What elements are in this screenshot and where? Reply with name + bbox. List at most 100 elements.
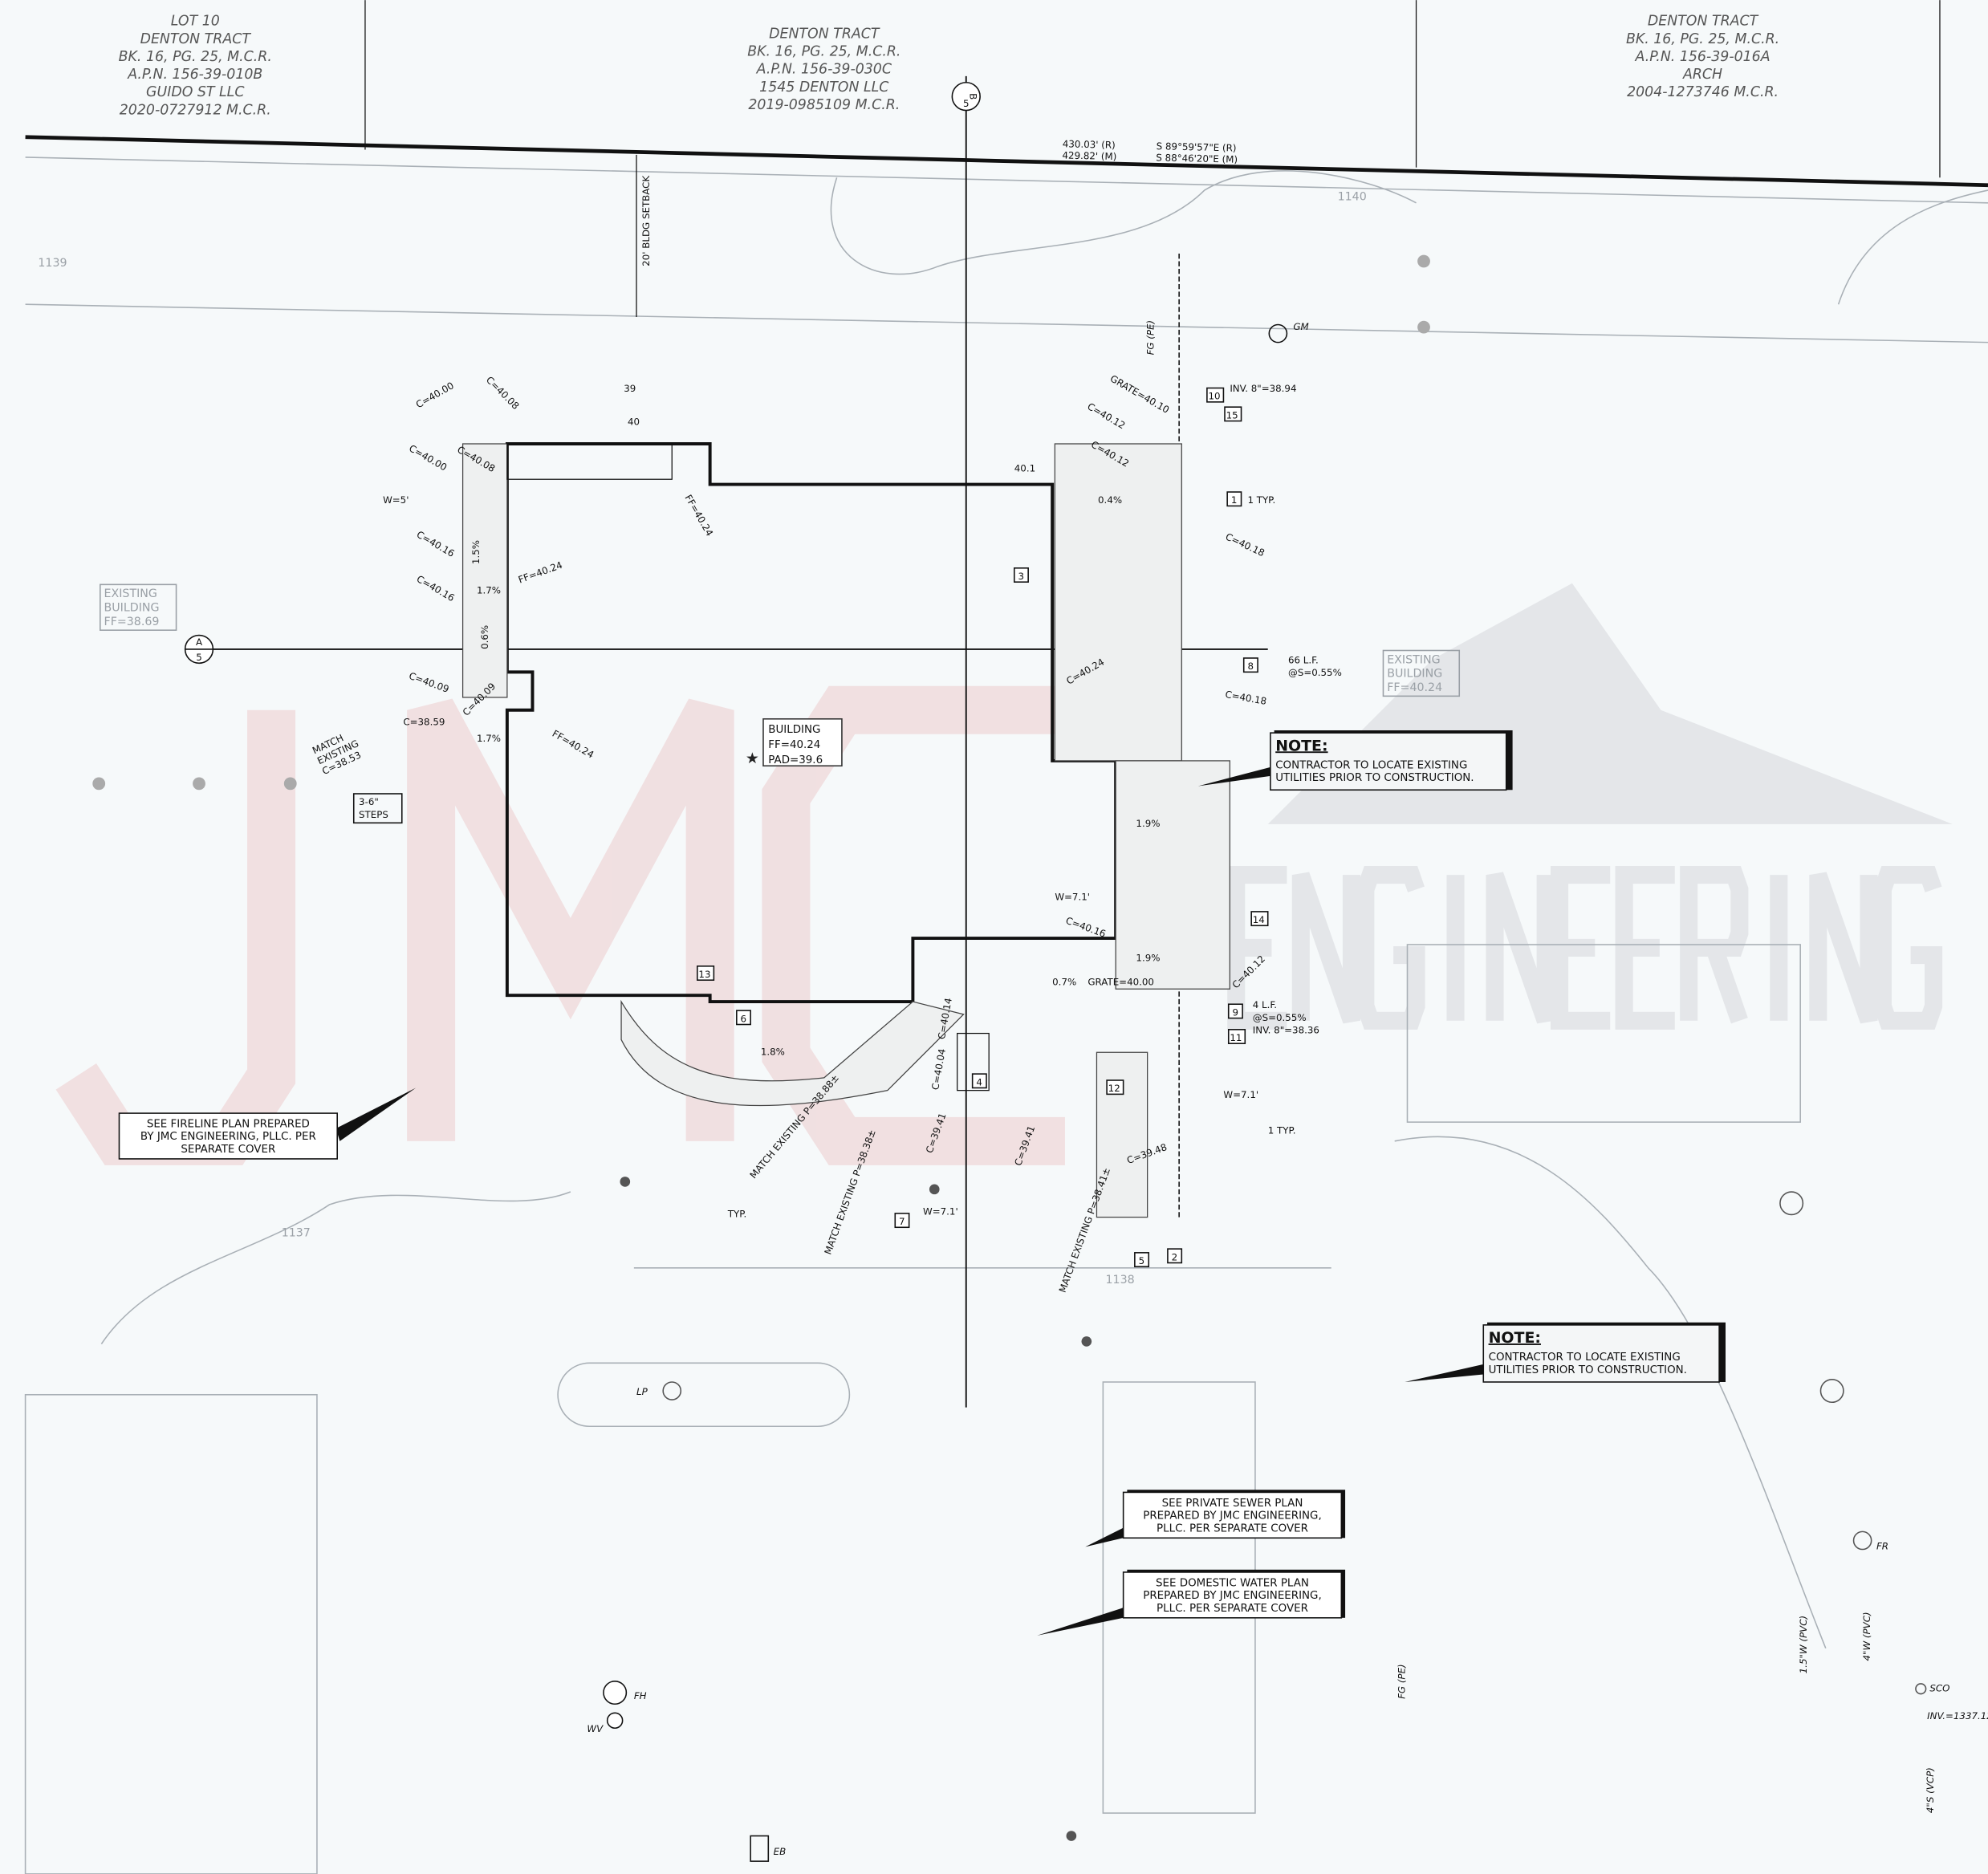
light-pole-icon <box>662 1381 682 1400</box>
utility-symbols <box>92 254 1927 1862</box>
svg-text:C=40.00: C=40.00 <box>407 442 449 473</box>
svg-text:0.7%: 0.7% <box>1052 977 1076 988</box>
watermark-letters-logo <box>55 685 1065 1165</box>
svg-text:1.9%: 1.9% <box>1136 953 1160 964</box>
keynote-1: 1 <box>1226 491 1242 507</box>
svg-text:5: 5 <box>1139 1255 1145 1266</box>
svg-text:1140: 1140 <box>1338 191 1367 204</box>
stairs <box>957 1032 990 1091</box>
svg-text:BUILDING: BUILDING <box>768 724 820 736</box>
fire-riser-icon <box>1852 1531 1872 1551</box>
svg-text:5: 5 <box>196 652 202 663</box>
svg-text:C=40.16: C=40.16 <box>415 573 457 604</box>
keynote-8: 8 <box>1242 657 1258 673</box>
fire-hydrant-icon <box>603 1681 628 1705</box>
svg-text:7: 7 <box>899 1216 905 1227</box>
svg-text:C=40.09: C=40.09 <box>408 670 451 695</box>
svg-text:INV.=1337.12: INV.=1337.12 <box>1927 1710 1988 1722</box>
svg-text:2: 2 <box>1172 1251 1178 1262</box>
svg-text:SEPARATE COVER: SEPARATE COVER <box>181 1144 275 1156</box>
svg-text:39: 39 <box>624 383 636 394</box>
svg-text:PREPARED BY JMC ENGINEERING,: PREPARED BY JMC ENGINEERING, <box>1143 1590 1321 1602</box>
svg-text:C=40.16: C=40.16 <box>415 529 457 559</box>
star-icon: ★ <box>746 750 759 767</box>
watermark-glyph <box>55 709 296 1165</box>
svg-text:12: 12 <box>1108 1083 1120 1094</box>
svg-text:W=7.1': W=7.1' <box>1055 892 1090 903</box>
svg-text:40: 40 <box>628 416 640 427</box>
svg-text:0.4%: 0.4% <box>1098 494 1122 506</box>
svg-text:NOTE:: NOTE: <box>1275 737 1327 754</box>
sidewalks <box>461 443 1230 1218</box>
svg-text:0.6%: 0.6% <box>479 625 490 649</box>
svg-text:NOTE:: NOTE: <box>1489 1329 1541 1347</box>
svg-text:FF=40.24: FF=40.24 <box>517 559 564 586</box>
svg-text:1137: 1137 <box>282 1226 311 1239</box>
svg-text:1 TYP.: 1 TYP. <box>1268 1124 1296 1136</box>
svg-text:1 TYP.: 1 TYP. <box>1247 494 1275 506</box>
svg-text:INV. 8"=38.36: INV. 8"=38.36 <box>1253 1025 1319 1036</box>
svg-text:10: 10 <box>1208 391 1220 402</box>
svg-text:FF=40.24: FF=40.24 <box>551 728 596 761</box>
svg-text:SEE FIRELINE PLAN PREPARED: SEE FIRELINE PLAN PREPARED <box>147 1118 310 1130</box>
svg-text:UTILITIES PRIOR TO CONSTRUCTIO: UTILITIES PRIOR TO CONSTRUCTION. <box>1275 772 1474 784</box>
svg-text:FG (PE): FG (PE) <box>1145 320 1157 356</box>
svg-text:GRATE=40.10: GRATE=40.10 <box>1108 372 1172 415</box>
setback-label: 20' BLDG SETBACK <box>640 176 652 266</box>
svg-text:W=7.1': W=7.1' <box>1223 1089 1258 1100</box>
svg-text:A: A <box>196 636 202 648</box>
svg-text:FH: FH <box>634 1690 647 1701</box>
svg-text:4: 4 <box>976 1076 982 1087</box>
svg-text:BY JMC ENGINEERING, PLLC. PER: BY JMC ENGINEERING, PLLC. PER <box>140 1131 316 1143</box>
svg-text:FF=40.24: FF=40.24 <box>1387 681 1442 694</box>
spot-elevations: C=40.00 C=40.08 C=40.00 C=40.08 W=5' C=4… <box>38 191 1988 1858</box>
svg-text:STEPS: STEPS <box>359 809 388 820</box>
keynotes: 1 2 3 4 5 6 7 8 9 10 11 12 13 14 15 <box>697 387 1269 1268</box>
svg-text:C=40.18: C=40.18 <box>1224 530 1266 559</box>
svg-text:C=38.59: C=38.59 <box>403 717 445 728</box>
svg-text:LP: LP <box>636 1386 648 1397</box>
svg-text:BUILDING: BUILDING <box>1387 668 1442 681</box>
svg-text:FF=40.24: FF=40.24 <box>768 739 820 751</box>
svg-text:13: 13 <box>698 969 710 980</box>
svg-text:C=40.18: C=40.18 <box>1224 689 1267 707</box>
svg-text:@S=0.55%: @S=0.55% <box>1253 1012 1307 1023</box>
svg-text:C=40.00: C=40.00 <box>414 380 456 410</box>
grate-icon <box>1779 1191 1804 1216</box>
svg-text:PREPARED BY JMC ENGINEERING,: PREPARED BY JMC ENGINEERING, <box>1143 1510 1321 1522</box>
boundary-bearing: 430.03' (R) 429.82' (M) S 89°59'57"E (R)… <box>1062 138 1238 165</box>
svg-text:GRATE=40.00: GRATE=40.00 <box>1088 977 1154 988</box>
property-line <box>25 135 1988 188</box>
keynote-13: 13 <box>697 965 715 982</box>
svg-text:1.7%: 1.7% <box>477 733 501 744</box>
steps-label: 3-6" STEPS <box>352 793 403 824</box>
svg-text:S 88°46'20"E (M): S 88°46'20"E (M) <box>1156 152 1238 165</box>
existing-building-west: EXISTING BUILDING FF=38.69 <box>100 583 177 631</box>
svg-text:429.82' (M): 429.82' (M) <box>1062 149 1116 162</box>
svg-text:14: 14 <box>1253 914 1265 925</box>
svg-text:3: 3 <box>1018 571 1025 582</box>
svg-text:SEE PRIVATE SEWER PLAN: SEE PRIVATE SEWER PLAN <box>1162 1498 1303 1510</box>
cleanout-icon <box>1915 1683 1927 1695</box>
electric-box-icon <box>750 1835 770 1862</box>
svg-text:5: 5 <box>963 98 970 109</box>
svg-text:1.5%: 1.5% <box>470 540 482 564</box>
svg-text:PLLC. PER SEPARATE COVER: PLLC. PER SEPARATE COVER <box>1157 1603 1308 1615</box>
keynote-14: 14 <box>1250 911 1269 927</box>
keynote-2: 2 <box>1167 1248 1183 1264</box>
svg-text:B: B <box>967 93 978 100</box>
svg-text:FF=38.69: FF=38.69 <box>104 616 160 628</box>
svg-text:8: 8 <box>1247 661 1254 672</box>
watermark-word-logo <box>1227 866 1943 1030</box>
svg-text:1.8%: 1.8% <box>761 1046 785 1057</box>
watermark <box>55 583 1953 1165</box>
svg-text:11: 11 <box>1230 1032 1242 1043</box>
svg-text:EXISTING: EXISTING <box>104 587 157 600</box>
watermark-glyph <box>407 698 734 1141</box>
keynote-11: 11 <box>1227 1029 1246 1044</box>
svg-text:1: 1 <box>1231 494 1238 506</box>
gas-meter-icon <box>1268 323 1288 343</box>
